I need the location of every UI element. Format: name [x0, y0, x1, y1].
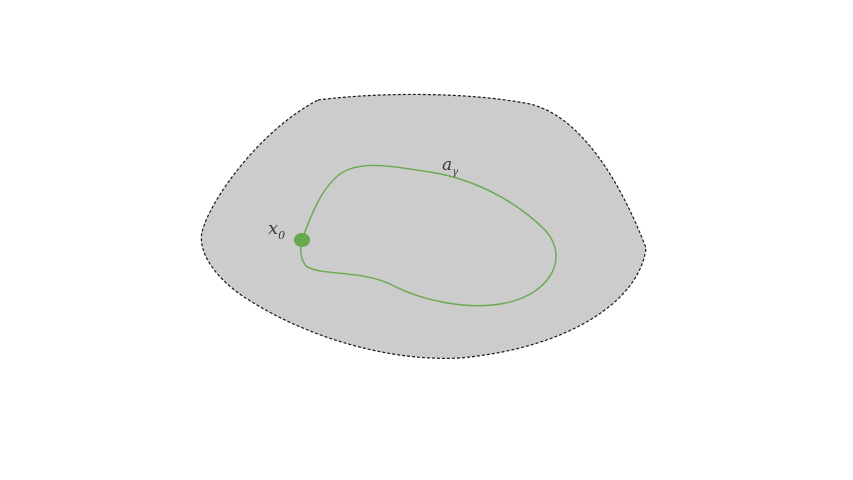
- loop-curve: [300, 164, 557, 307]
- point-label: x0: [268, 218, 285, 242]
- loop-label-base: a: [442, 155, 452, 175]
- loop-label: aγ: [442, 155, 458, 178]
- point-label-base: x: [268, 218, 278, 239]
- base-point-dot: [294, 233, 310, 247]
- point-label-subscript: 0: [278, 229, 285, 242]
- region-shape: [200, 93, 647, 359]
- loop-label-subscript: γ: [452, 167, 458, 178]
